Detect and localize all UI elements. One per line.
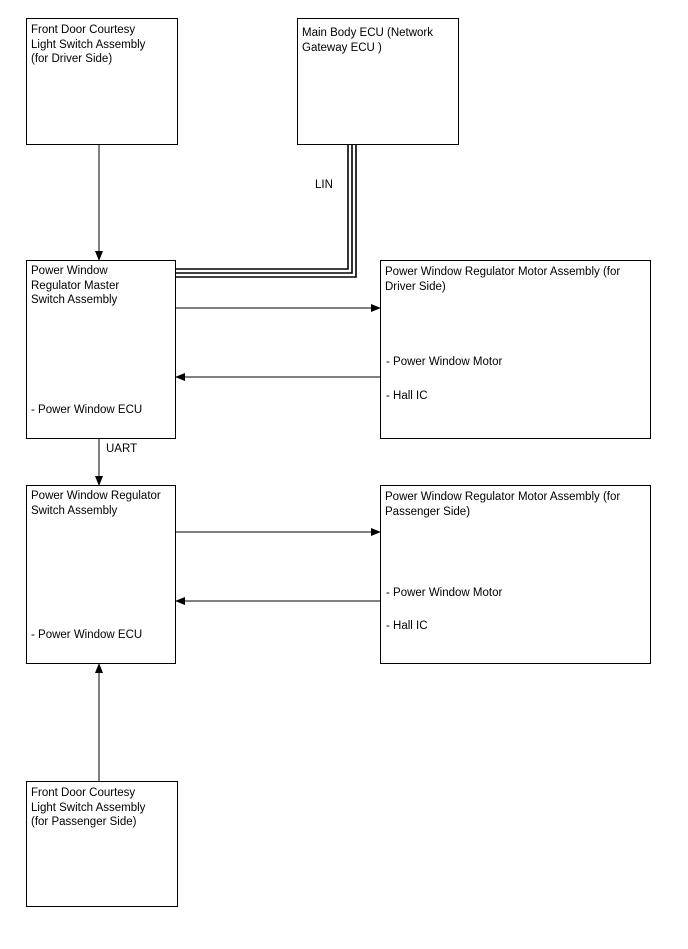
pw-switch-box: Power Window Regulator Switch Assembly -…	[26, 485, 176, 664]
front-door-driver-title: Front Door Courtesy Light Switch Assembl…	[31, 24, 146, 65]
main-body-ecu-title: Main Body ECU (Network Gateway ECU )	[302, 27, 434, 54]
front-door-driver-box: Front Door Courtesy Light Switch Assembl…	[26, 18, 178, 145]
pw-switch-title: Power Window Regulator Switch Assembly	[31, 490, 161, 517]
motor-driver-box: Power Window Regulator Motor Assembly (f…	[380, 260, 651, 439]
pw-switch-ecu: - Power Window ECU	[31, 629, 143, 641]
lin-label: LIN	[315, 179, 333, 191]
uart-label: UART	[106, 443, 138, 455]
motor-driver-title: Power Window Regulator Motor Assembly (f…	[385, 266, 621, 293]
motor-passenger-box: Power Window Regulator Motor Assembly (f…	[380, 485, 651, 664]
motor-driver-motor: - Power Window Motor	[386, 356, 503, 368]
master-switch-title: Power Window Regulator Master Switch Ass…	[31, 265, 120, 306]
motor-passenger-title: Power Window Regulator Motor Assembly (f…	[385, 491, 621, 518]
master-switch-ecu: - Power Window ECU	[31, 404, 143, 416]
master-switch-box: Power Window Regulator Master Switch Ass…	[26, 260, 176, 439]
main-body-ecu-box: Main Body ECU (Network Gateway ECU )	[297, 18, 459, 145]
motor-driver-hall-ic: - Hall IC	[386, 390, 428, 402]
front-door-passenger-box: Front Door Courtesy Light Switch Assembl…	[26, 781, 178, 907]
motor-passenger-motor: - Power Window Motor	[386, 587, 503, 599]
motor-passenger-hall-ic: - Hall IC	[386, 620, 428, 632]
lin-bus-line	[176, 145, 357, 278]
front-door-passenger-title: Front Door Courtesy Light Switch Assembl…	[31, 787, 146, 828]
